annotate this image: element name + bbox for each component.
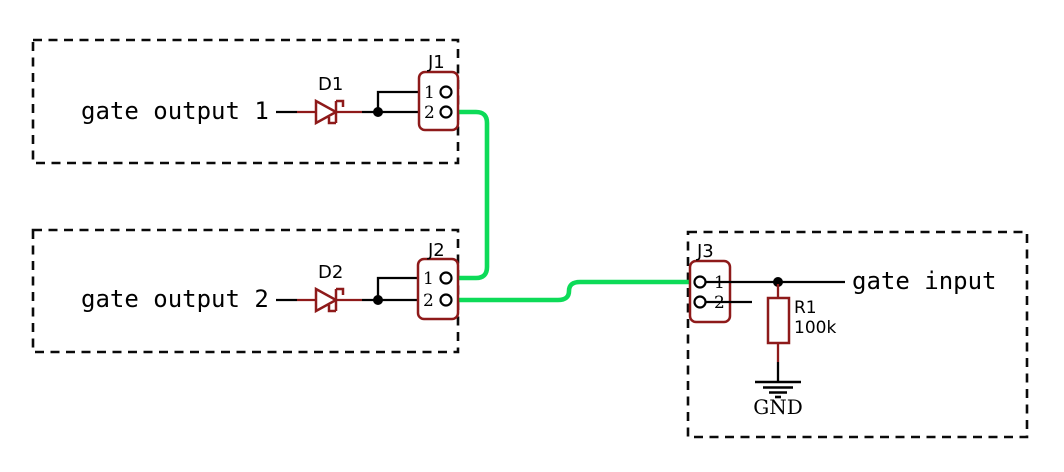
highlighted-net-j2-to-j3 (446, 279, 700, 303)
connector-j1-pin2-number: 2 (424, 103, 435, 123)
diode-d2-triangle (314, 286, 339, 314)
wire-branch-to-j2-pin1 (376, 276, 418, 300)
net-label-gate-output-2: gate output 2 (81, 285, 269, 313)
resistor-r1-value: 100k (794, 318, 836, 338)
block1-gate-output-1: gate output 1 D1 (81, 74, 419, 126)
net-label-gate-input: gate input (852, 267, 997, 295)
diode-d2-symbol (314, 286, 345, 314)
connector-j2-pin2-pad (439, 293, 453, 307)
block3-gate-input: J3 1 2 gate input R1 100k GND (688, 241, 997, 419)
connector-j1: J1 1 2 (417, 52, 460, 132)
connector-j3-pin2-pad (693, 295, 707, 309)
diode-d2-ref: D2 (318, 262, 343, 283)
connector-j2-pin1-number: 1 (423, 269, 434, 289)
diode-d2-schottky-hook-top (336, 287, 345, 295)
ground-symbol: GND (753, 362, 803, 419)
highlighted-net-j1-to-j2 (446, 109, 490, 281)
connector-j2-ref: J2 (427, 240, 445, 261)
diode-d1-ref: D1 (318, 74, 343, 95)
wire-branch-to-j1-pin1 (376, 90, 419, 112)
diode-d1-triangle (314, 98, 339, 126)
block2-gate-output-2: gate output 2 D2 (81, 262, 418, 314)
connector-j1-pin1-pad (439, 85, 453, 99)
junction-dot-block1 (373, 107, 383, 117)
resistor-r1-ref: R1 (794, 298, 817, 318)
connector-j2: J2 1 2 (416, 240, 460, 321)
diode-d2-schottky-hook-bottom (327, 305, 336, 313)
junction-dot-block2 (373, 295, 383, 305)
connector-j1-pin2-pad (439, 105, 453, 119)
connector-j3-pin1-pad (693, 275, 707, 289)
connector-j1-pin1-number: 1 (424, 83, 435, 103)
resistor-r1-symbol: R1 100k (766, 284, 836, 362)
junction-dot-block3 (773, 277, 783, 287)
net-label-gate-output-1: gate output 1 (81, 97, 269, 125)
connector-j2-pin1-pad (439, 271, 453, 285)
diode-d1-schottky-hook-top (336, 99, 345, 107)
resistor-r1-body (766, 296, 791, 345)
connector-j3-ref: J3 (696, 241, 714, 262)
connector-j2-pin2-number: 2 (423, 291, 434, 311)
connector-j1-ref: J1 (427, 52, 445, 73)
ground-label: GND (753, 395, 803, 419)
diode-d1-schottky-hook-bottom (327, 117, 336, 125)
block3-dashed-outline (686, 230, 1029, 439)
